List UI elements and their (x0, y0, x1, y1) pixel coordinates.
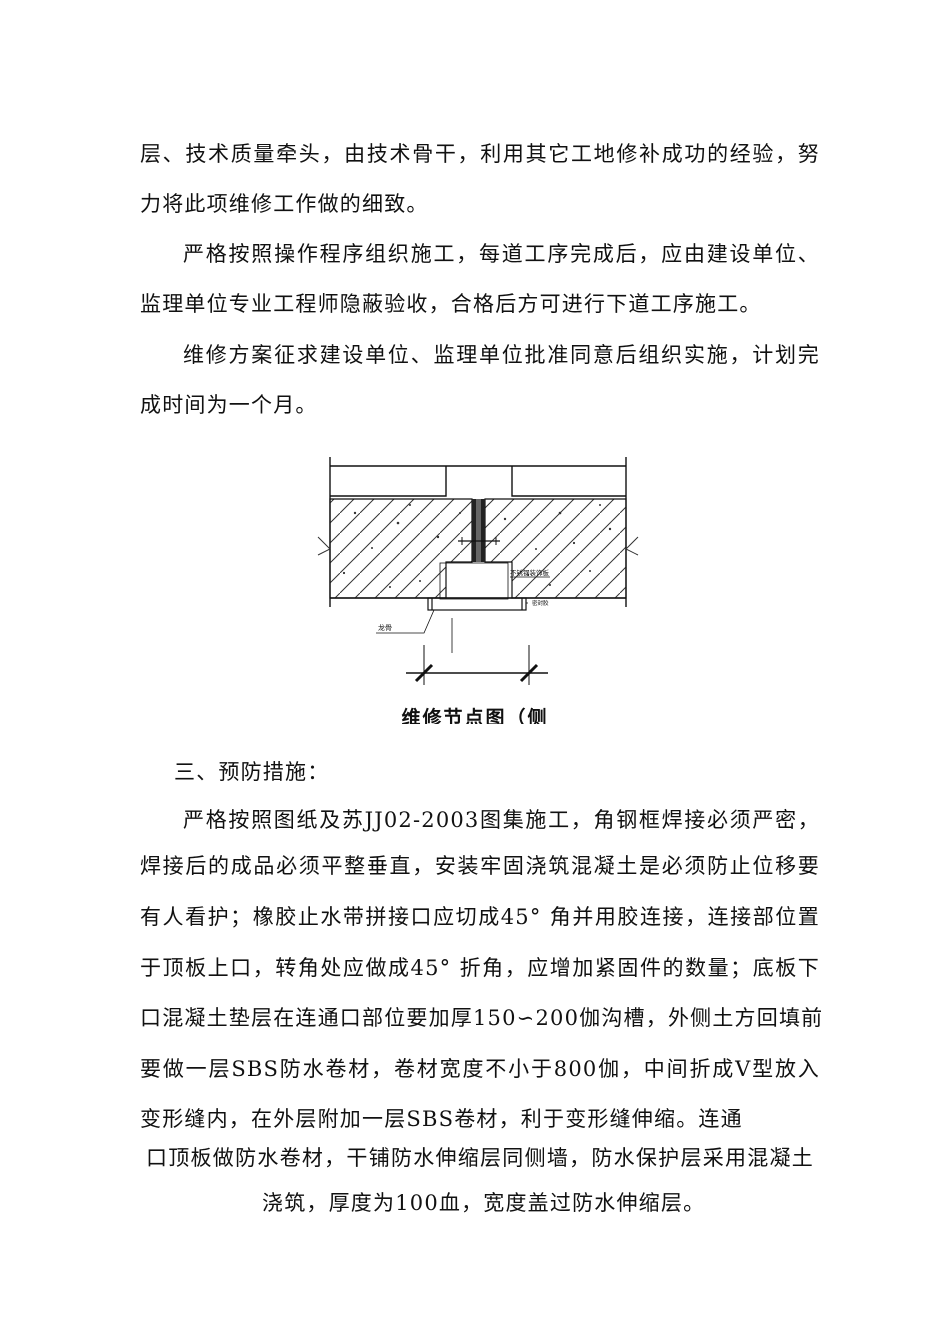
text-line: 严格按照图纸及苏JJ02-2003图集施工，角钢框焊接必须严密， (183, 808, 820, 832)
cover-plate (427, 562, 527, 611)
concrete-right (484, 498, 627, 599)
aggregate-dots (342, 504, 612, 588)
text-line: 严格按照操作程序组织施工，每道工序完成后，应由建设单位、 (183, 242, 820, 266)
text-line: 浇筑，厚度为100血，宽度盖过防水伸缩层。 (262, 1191, 706, 1215)
text-line: 于顶板上口，转角处应做成45° 折角，应增加紧固件的数量；底板下 (140, 956, 820, 980)
text-line: 口混凝土垫层在连通口部位要加厚150∽200伽沟槽，外侧土方回填前 (140, 1006, 824, 1030)
text-line: 要做一层SBS防水卷材，卷材宽度不小于800伽，中间折成V型放入 (140, 1057, 820, 1081)
water-stop-symbols (317, 536, 639, 556)
joint-filler (458, 499, 500, 562)
text-line: 有人看护；橡胶止水带拼接口应切成45° 角并用胶连接，连接部位置 (140, 905, 820, 929)
section-heading: 三、预防措施： (174, 760, 330, 784)
text-line: 监理单位专业工程师隐蔽验收，合格后方可进行下道工序施工。 (140, 292, 762, 316)
text-line: 层、技术质量牵头，由技术骨干，利用其它工地修补成功的经验，努 (140, 142, 820, 166)
text-line: 口顶板做防水卷材，干铺防水伸缩层同侧墙，防水保护层采用混凝土 (146, 1146, 814, 1170)
repair-node-diagram: 不锈钢装饰板 密封胶 龙骨 (317, 457, 639, 685)
text-line: 焊接后的成品必须平整垂直，安装牢固浇筑混凝土是必须防止位移要 (140, 854, 820, 878)
label-stainless-plate: 不锈钢装饰板 (510, 568, 550, 577)
label-sealant: 密封胶 (532, 599, 549, 607)
text-line: 变形缝内，在外层附加一层SBS卷材，利于变形缝伸缩。连通 (140, 1107, 743, 1131)
text-line: 力将此项维修工作做的细致。 (140, 192, 429, 216)
label-keel: 龙骨 (378, 623, 392, 632)
figure-caption: 维修节点图（侧 (401, 707, 549, 724)
text-line: 成时间为一个月。 (140, 393, 318, 417)
leader-lines (376, 576, 550, 634)
text-line: 维修方案征求建设单位、监理单位批准同意后组织实施，计划完 (183, 343, 820, 367)
concrete-left (329, 498, 473, 599)
dimension-line (406, 618, 548, 685)
